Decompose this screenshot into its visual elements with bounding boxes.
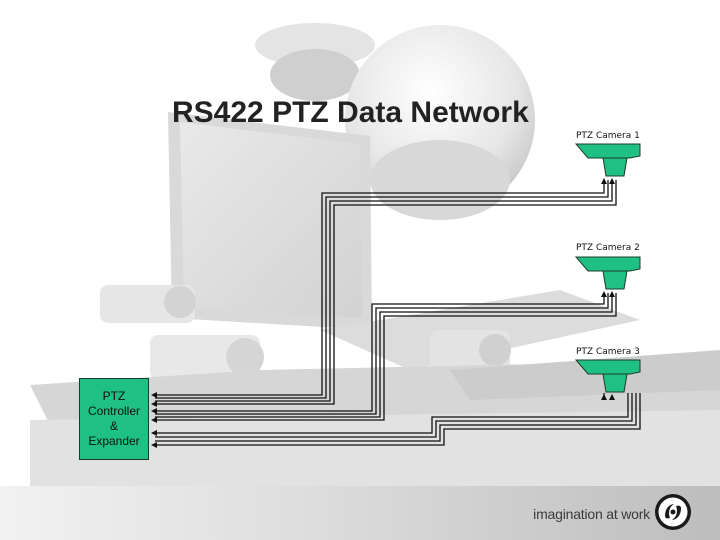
- background-equipment-illustration: [30, 23, 720, 486]
- controller-line-3: &: [109, 419, 118, 433]
- ptz-camera-2-unit: [574, 256, 641, 297]
- controller-line-1: PTZ: [102, 389, 126, 403]
- controller-line-4: Expander: [88, 434, 140, 448]
- ptz-controller-box: PTZ Controller & Expander: [79, 378, 149, 460]
- ptz-camera-3-label: PTZ Camera 3: [576, 347, 640, 357]
- footer-tagline: imagination at work: [533, 506, 650, 522]
- ptz-camera-2-label: PTZ Camera 2: [576, 243, 640, 253]
- controller-arrowheads: [151, 392, 157, 448]
- controller-line-2: Controller: [87, 404, 141, 418]
- footer-bar: imagination at work: [0, 486, 720, 540]
- rs422-cables: [155, 180, 641, 446]
- ptz-camera-1-unit: [574, 143, 641, 184]
- ge-monogram-icon: [655, 494, 691, 530]
- slide-title: RS422 PTZ Data Network: [172, 96, 529, 129]
- network-diagram: [151, 143, 641, 448]
- ptz-camera-1-label: PTZ Camera 1: [576, 131, 640, 141]
- ptz-camera-3-unit: [574, 359, 641, 400]
